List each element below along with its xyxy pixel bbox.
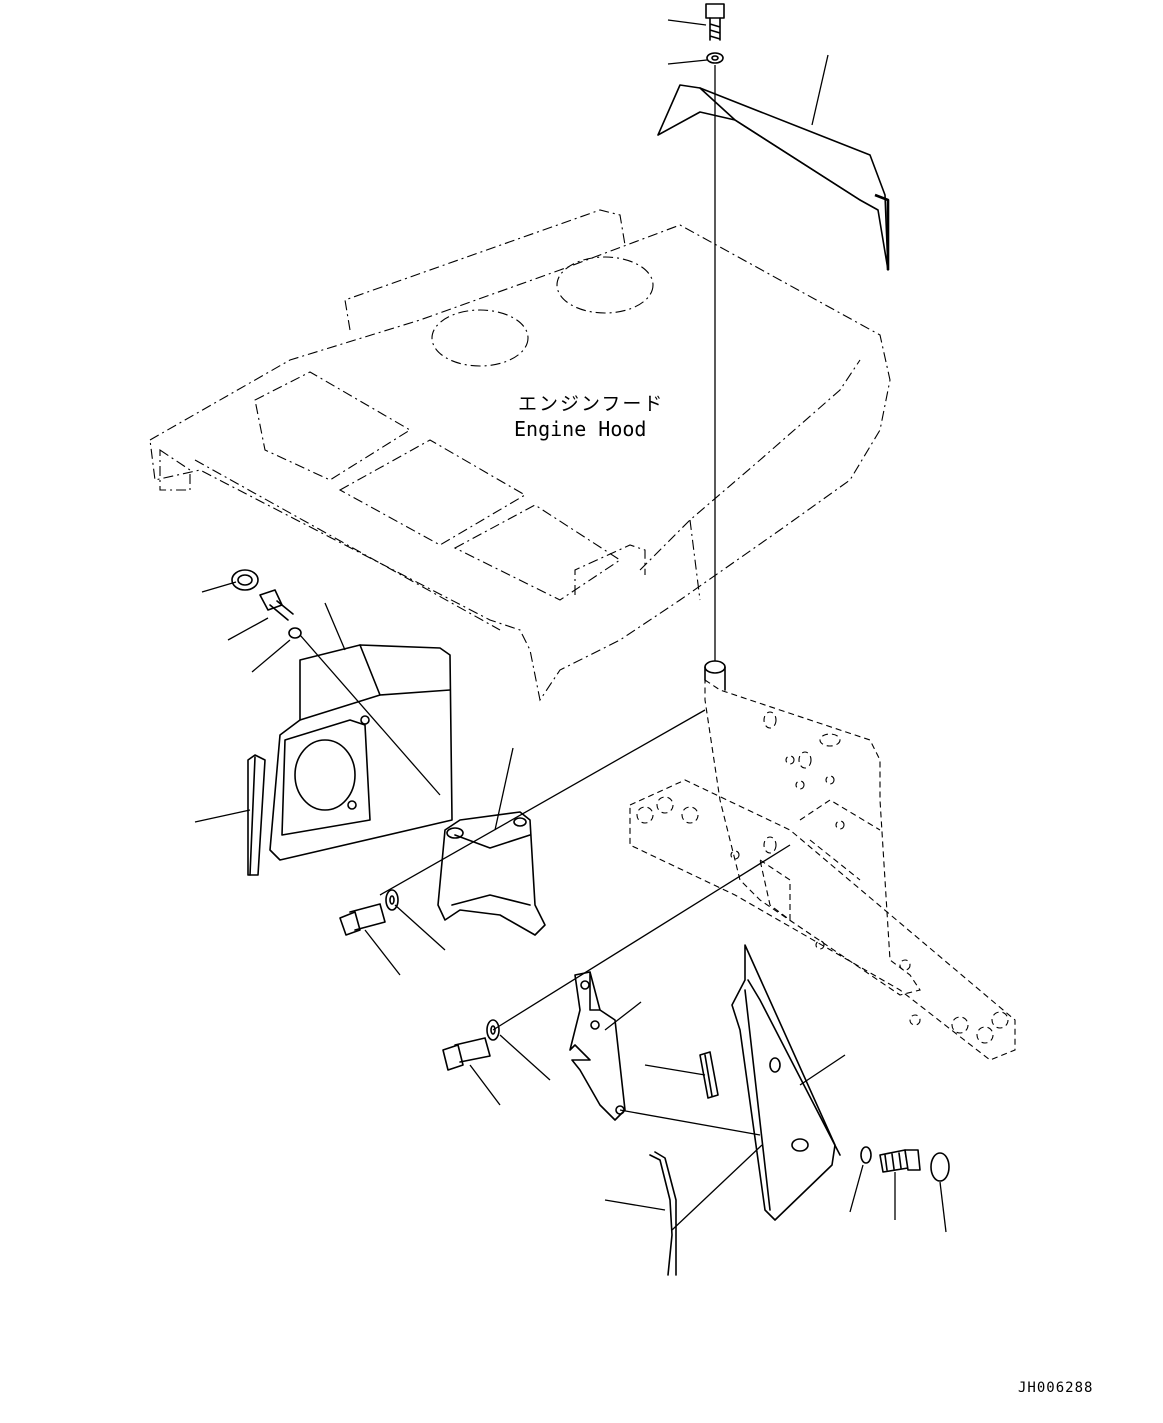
drawing-code: JH006288 bbox=[1018, 1380, 1093, 1396]
callout-leaders bbox=[194, 19, 947, 1233]
engine-hood-label-jp: エンジンフード bbox=[518, 393, 664, 415]
lower-cover-assembly bbox=[442, 844, 950, 1276]
frame-bracket bbox=[629, 660, 1016, 1061]
engine-hood-label-en: Engine Hood bbox=[514, 417, 646, 441]
top-cover-assembly bbox=[657, 3, 890, 665]
engine-hood-outline bbox=[149, 209, 891, 702]
left-cover-assembly bbox=[231, 569, 706, 936]
